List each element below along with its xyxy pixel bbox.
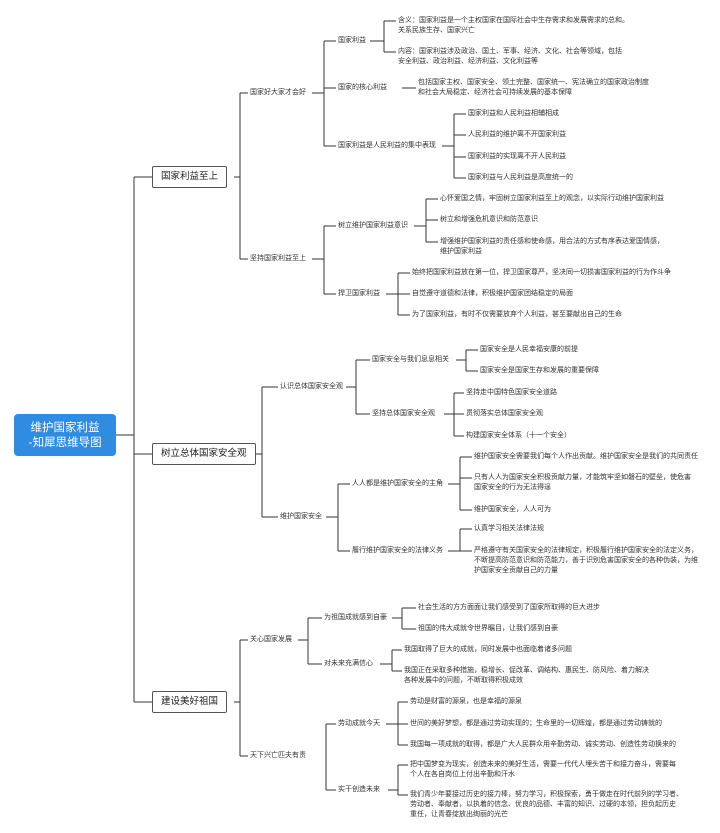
topic-security-related[interactable]: 国家安全与我们息息相关 <box>372 355 449 363</box>
leaf-obey-law-3: 护国家安全贡献自己的力量 <box>474 566 558 574</box>
topic-legal-obligation[interactable]: 履行维护国家安全的法律义务 <box>352 546 443 554</box>
leaf-content-1[interactable]: 内容：国家利益涉及政治、国土、军事、经济、文化、社会等领域，包括 <box>398 47 622 55</box>
topic-country-good[interactable]: 国家好大家才会好 <box>250 88 306 96</box>
leaf-labor-dreams[interactable]: 世间的美好梦想，都是通过劳动实现的；生命里的一切辉煌，都是通过劳动铸就的 <box>410 719 662 727</box>
leaf-security-guarantee[interactable]: 国家安全是国家生存和发展的重要保障 <box>480 366 599 374</box>
topic-adhere-security[interactable]: 坚持总体国家安全观 <box>372 409 435 417</box>
leaf-content-2: 安全利益、政治利益、经济利益、文化利益等 <box>398 57 538 65</box>
leaf-youth-2: 劳动者、奉献者，以执着的信念、优良的品德、丰富的知识、过硬的本领，担负起历史 <box>410 800 676 808</box>
leaf-security-premise[interactable]: 国家安全是人民幸福安康的前提 <box>480 345 578 353</box>
leaf-awareness-1[interactable]: 心怀爱国之情，牢固树立国家利益至上的观念，以实际行动维护国家利益 <box>440 194 664 202</box>
leaf-achievements-problems[interactable]: 我国取得了巨大的成就，同时发展中也面临着诸多问题 <box>404 645 572 653</box>
topic-defend-interest[interactable]: 捍卫国家利益 <box>338 289 380 297</box>
root-subtitle: -知犀思维导图 <box>28 435 102 449</box>
topic-confident-future[interactable]: 对未来充满信心 <box>324 659 373 667</box>
leaf-china-dream-2: 个人在各自岗位上付出辛勤和汗水 <box>410 770 515 778</box>
branch-security-view[interactable]: 树立总体国家安全观 <box>152 443 256 465</box>
leaf-definition-1[interactable]: 含义：国家利益是一个主权国家在国际社会中生存需求和发展需求的总和。 <box>398 16 629 24</box>
leaf-everyone-2: 国家安全的行为无法得逞 <box>474 483 551 491</box>
leaf-build-system[interactable]: 构建国家安全体系（十一个安全） <box>466 431 571 439</box>
leaf-awareness-3b: 维护国家利益 <box>440 247 482 255</box>
leaf-defend-1[interactable]: 始终把国家利益放在第一位，捍卫国家尊严，坚决同一切损害国家利益的行为作斗争 <box>412 268 671 276</box>
leaf-definition-2: 关系民族生存、国家兴亡 <box>398 26 475 34</box>
leaf-core-2: 和社会大局稳定、经济社会可持续发展的基本保障 <box>418 88 572 96</box>
leaf-defend-2[interactable]: 自觉遵守道德和法律，积极维护国家团结稳定的局面 <box>412 289 573 297</box>
leaf-progress[interactable]: 社会生活的方方面面让我们感受到了国家所取得的巨大进步 <box>418 603 600 611</box>
leaf-labor-achievements[interactable]: 我国每一项成就的取得，都是广大人民群众用辛勤劳动、诚实劳动、创造性劳动换来的 <box>410 740 676 748</box>
topic-national-interest[interactable]: 国家利益 <box>338 36 366 44</box>
topic-everyone-responsible[interactable]: 天下兴亡匹夫有责 <box>250 751 306 759</box>
leaf-people-2[interactable]: 人民利益的维护离不开国家利益 <box>468 130 566 138</box>
leaf-china-dream-1[interactable]: 把中国梦变为现实，创造未来的美好生活，需要一代代人埋头苦干和接力奋斗，需要每 <box>410 760 676 768</box>
leaf-youth-1[interactable]: 我们青少年要接过历史的接力棒，努力学习，积极探索，勇于做走在时代前列的学习者、 <box>410 790 683 798</box>
leaf-world-attention[interactable]: 祖国的伟大成就令世界瞩目，让我们感到自豪 <box>418 624 558 632</box>
topic-hard-work-future[interactable]: 实干创造未来 <box>338 785 380 793</box>
branch-national-interest-supreme[interactable]: 国家利益至上 <box>152 166 228 188</box>
leaf-study-law[interactable]: 认真学习相关法律法规 <box>474 524 544 532</box>
topic-establish-awareness[interactable]: 树立维护国家利益意识 <box>338 221 408 229</box>
topic-core-interest[interactable]: 国家的核心利益 <box>338 83 387 91</box>
leaf-everyone-can[interactable]: 维护国家安全，人人可为 <box>474 505 551 513</box>
topic-proud-achievements[interactable]: 为祖国成就感到自豪 <box>324 613 387 621</box>
root-title: 维护国家利益 <box>30 420 100 434</box>
branch-build-motherland[interactable]: 建设美好祖国 <box>152 691 228 713</box>
leaf-people-3[interactable]: 国家利益的实现离不开人民利益 <box>468 152 566 160</box>
leaf-people-1[interactable]: 国家利益和人民利益相辅相成 <box>468 109 559 117</box>
leaf-awareness-3a[interactable]: 增强维护国家利益的责任感和使命感，用合法的方式有序表达爱国情感， <box>440 237 664 245</box>
leaf-labor-source[interactable]: 劳动是财富的源泉，也是幸福的源泉 <box>410 697 522 705</box>
topic-maintain-security[interactable]: 维护国家安全 <box>280 512 322 520</box>
leaf-implement[interactable]: 贯彻落实总体国家安全观 <box>466 409 543 417</box>
leaf-measures-2: 各种发展中的问题，不断取得积极成效 <box>404 676 523 684</box>
topic-care-development[interactable]: 关心国家发展 <box>250 635 292 643</box>
leaf-core-1[interactable]: 包括国家主权、国家安全、领土完整、国家统一、宪法确立的国家政治制度 <box>418 78 649 86</box>
root-topic[interactable]: 维护国家利益 -知犀思维导图 <box>14 414 116 456</box>
topic-everyone-protagonist[interactable]: 人人都是维护国家安全的主角 <box>352 479 443 487</box>
leaf-defend-3[interactable]: 为了国家利益，有时不仅需要放弃个人利益，甚至要献出自己的生命 <box>412 310 622 318</box>
leaf-obey-law-1[interactable]: 严格遵守有关国家安全的法律规定，积极履行维护国家安全的法定义务， <box>474 546 698 554</box>
topic-people-interest[interactable]: 国家利益是人民利益的集中表现 <box>338 141 436 149</box>
leaf-awareness-2[interactable]: 树立和增强危机意识和防范意识 <box>440 215 538 223</box>
topic-adhere-interest[interactable]: 坚持国家利益至上 <box>250 254 306 262</box>
leaf-everyone-1[interactable]: 只有人人为国家安全积极贡献力量，才能筑牢坚如磐石的壁垒，使危害 <box>474 473 691 481</box>
leaf-china-road[interactable]: 坚持走中国特色国家安全道路 <box>466 388 557 396</box>
topic-understand-security[interactable]: 认识总体国家安全观 <box>280 382 343 390</box>
leaf-obey-law-2: 不断提高防范意识和防范能力，善于识别危害国家安全的各种伪装，为维 <box>474 556 698 564</box>
leaf-contribute[interactable]: 维护国家安全需要我们每个人作出贡献。维护国家安全是我们的共同责任 <box>474 452 698 460</box>
topic-labor-today[interactable]: 劳动成就今天 <box>338 719 380 727</box>
leaf-measures-1[interactable]: 我国正在采取多种措施，稳增长、促改革、调结构、惠民生、防风险、着力解决 <box>404 666 649 674</box>
leaf-youth-3: 重任，让青春绽放出绚丽的光芒 <box>410 810 508 818</box>
leaf-people-4[interactable]: 国家利益与人民利益是高度统一的 <box>468 173 573 181</box>
